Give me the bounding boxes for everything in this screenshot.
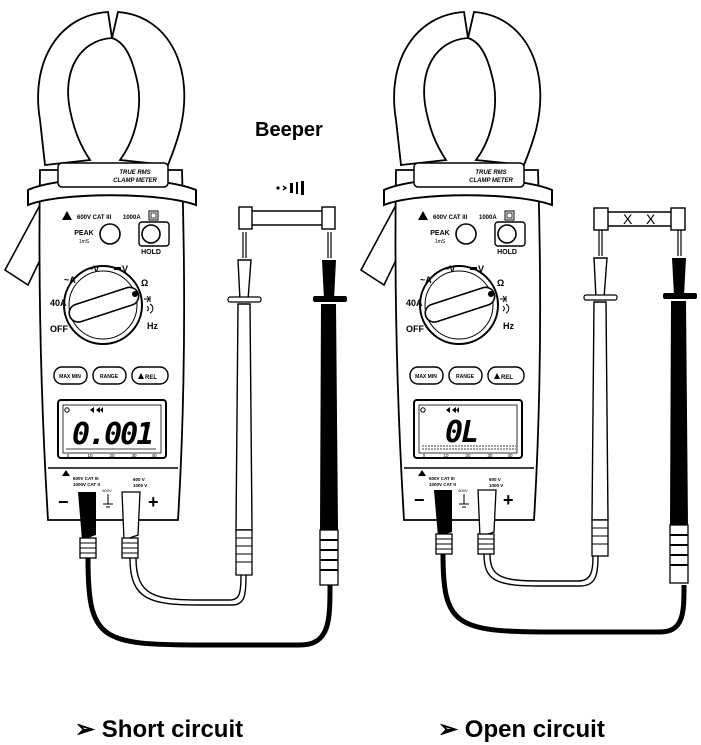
dial-hz: Hz	[147, 321, 158, 331]
lcd-reading: 0.001	[72, 417, 152, 452]
open-right-cap	[670, 207, 686, 231]
black-wire	[85, 557, 333, 648]
label-line2: CLAMP METER	[469, 178, 513, 184]
scale-40: 40	[151, 453, 157, 458]
hold-label: HOLD	[497, 249, 517, 256]
short-left-cap	[238, 206, 253, 230]
open-left-cap	[593, 207, 609, 231]
continuity-icon	[502, 303, 510, 314]
dial-off: OFF	[50, 324, 68, 334]
peak-label: PEAK	[430, 230, 449, 237]
jack-right2: 1000 V	[489, 483, 503, 488]
btn-range: RANGE	[100, 374, 119, 380]
scale-0: 0	[67, 453, 70, 458]
red-wire	[129, 557, 247, 606]
scale-30: 30	[487, 453, 493, 458]
dial-ac-a: ~A	[64, 275, 76, 285]
scale-10: 10	[87, 453, 93, 458]
scale-40: 40	[507, 453, 513, 458]
jack-right1: 600 V	[133, 477, 145, 482]
scale-20: 20	[109, 453, 115, 458]
beep-indicator-icon	[90, 407, 103, 413]
dial-dc-v: V	[122, 264, 128, 274]
jack-rating2: 1000V CAT II	[73, 482, 100, 487]
ground-icon	[103, 494, 113, 508]
open-mark-1: X	[623, 211, 633, 227]
black-plug	[434, 490, 452, 537]
black-plug	[78, 492, 96, 540]
scale-0: 0	[423, 453, 426, 458]
plus-sign: +	[503, 490, 514, 510]
plus-sign: +	[148, 492, 159, 512]
delta-icon	[138, 373, 144, 379]
current-rating: 1000A	[123, 215, 141, 221]
btn-maxmin: MAX MIN	[415, 374, 437, 380]
open-bar	[608, 211, 671, 227]
red-plug	[121, 491, 141, 541]
open-mark-2: X	[646, 211, 656, 227]
btn-rel: REL	[145, 375, 157, 381]
btn-range: RANGE	[456, 374, 475, 380]
peak-sub: 1mS	[79, 239, 90, 245]
label-line1: TRUE RMS	[119, 170, 150, 176]
meter-short-circuit: TRUE RMS CLAMP METER 600V CAT III 1000A …	[4, 11, 197, 559]
btn-rel: REL	[501, 375, 513, 381]
caption-short-circuit: ➢ Short circuit	[75, 716, 243, 743]
lcd-unit: V	[144, 424, 150, 434]
dial-ac-a: ~A	[420, 275, 432, 285]
dial-40a: 40A	[50, 298, 67, 308]
jack-rating2: 1000V CAT II	[429, 482, 456, 487]
ground-icon	[459, 494, 469, 508]
lcd-reading: 0L	[445, 415, 477, 450]
cat-rating: 600V CAT III	[433, 215, 468, 221]
dial-hz: Hz	[503, 321, 514, 331]
short-bar	[252, 210, 322, 226]
meter-open-circuit: TRUE RMS CLAMP METER 600V CAT III 1000A …	[360, 11, 553, 555]
jack-right2: 1000 V	[133, 483, 147, 488]
diode-icon	[144, 295, 151, 303]
dial-40a: 40A	[406, 298, 423, 308]
peak-sub: 1mS	[435, 239, 446, 245]
black-probe-right	[663, 228, 697, 584]
jack-mid: 600V	[458, 488, 468, 493]
peak-label: PEAK	[74, 230, 93, 237]
short-right-cap	[321, 206, 336, 230]
caption-open-circuit: ➢ Open circuit	[438, 716, 605, 743]
delta-icon	[494, 373, 500, 379]
beep-indicator-icon	[446, 407, 459, 413]
scale-20: 20	[465, 453, 471, 458]
diode-icon	[500, 295, 507, 303]
continuity-icon	[146, 303, 154, 314]
red-probe-right	[583, 228, 618, 557]
jack-mid: 600V	[102, 488, 112, 493]
scale-10: 10	[443, 453, 449, 458]
dial-ohm: Ω	[497, 278, 504, 288]
label-line2: CLAMP METER	[113, 178, 157, 184]
black-wire	[440, 553, 687, 635]
dial-ohm: Ω	[141, 278, 148, 288]
jack-rating1: 600V CAT III	[429, 476, 455, 481]
jack-right1: 600 V	[489, 477, 501, 482]
red-wire	[483, 553, 599, 587]
minus-sign: −	[414, 490, 425, 510]
dial-ac-v: ~V	[444, 264, 455, 274]
btn-maxmin: MAX MIN	[59, 374, 81, 380]
dial-dc-v: V	[478, 264, 484, 274]
jack-rating1: 600V CAT III	[73, 476, 99, 481]
beeper-icon	[276, 181, 304, 195]
dial-ac-v: ~V	[88, 264, 99, 274]
scale-30: 30	[131, 453, 137, 458]
minus-sign: −	[58, 492, 69, 512]
dial-off: OFF	[406, 324, 424, 334]
label-line1: TRUE RMS	[475, 170, 506, 176]
black-probe-left	[313, 232, 347, 586]
red-probe-left	[227, 232, 262, 576]
current-rating: 1000A	[479, 215, 497, 221]
beeper-title: Beeper	[255, 119, 323, 141]
hold-label: HOLD	[141, 249, 161, 256]
red-plug	[477, 489, 497, 538]
cat-rating: 600V CAT III	[77, 215, 112, 221]
